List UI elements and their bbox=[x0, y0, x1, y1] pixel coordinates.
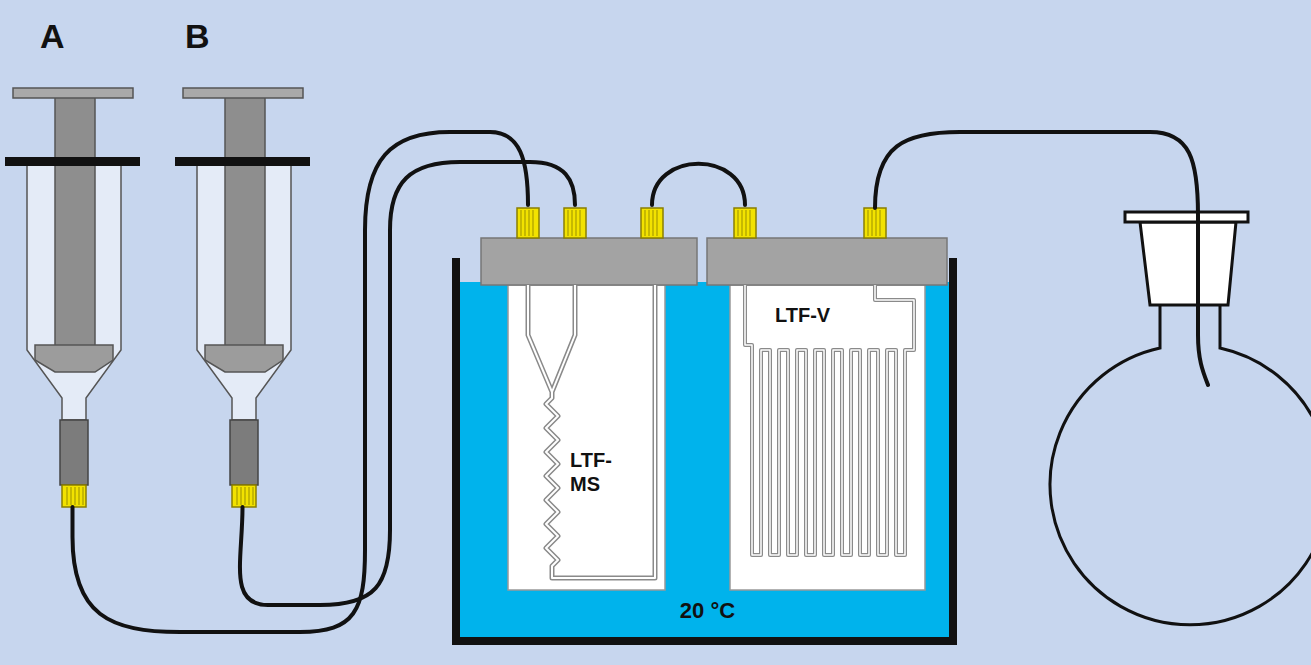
tubing bbox=[73, 132, 529, 632]
ltf-v-chip bbox=[707, 208, 947, 590]
water-bath: 20 °C LTF- MS LTF-V bbox=[447, 255, 968, 648]
node-label: A bbox=[40, 17, 65, 55]
microreactor-chip: LTF-V bbox=[707, 205, 947, 590]
node-label: LTF-V bbox=[775, 303, 830, 327]
syringe-a bbox=[5, 88, 140, 507]
flask bbox=[875, 132, 1311, 625]
microreactor-chip: LTF- MS bbox=[481, 205, 697, 590]
node-label: B bbox=[185, 17, 210, 55]
syringe: B bbox=[175, 15, 310, 507]
node-label: LTF- MS bbox=[570, 448, 622, 496]
tubing bbox=[240, 162, 575, 605]
ltf-ms-chip bbox=[481, 208, 697, 590]
node-label: 20 °C bbox=[447, 598, 968, 624]
outlet-tubing bbox=[875, 132, 1208, 385]
tubing bbox=[652, 164, 745, 205]
syringe: A bbox=[5, 15, 140, 507]
water bbox=[460, 282, 949, 638]
syringe-b bbox=[175, 88, 310, 507]
bath-outline bbox=[456, 258, 953, 641]
